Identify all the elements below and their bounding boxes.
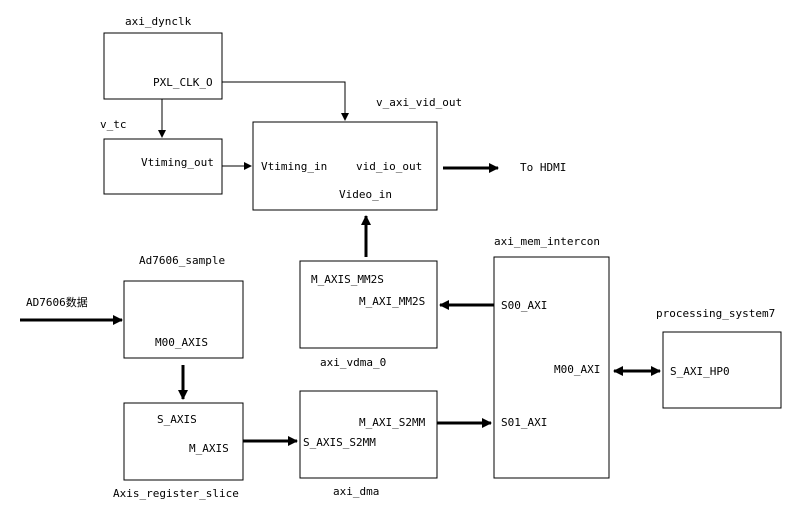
block-v-axi-vid-out: v_axi_vid_out Vtiming_in vid_io_out Vide… bbox=[252, 96, 462, 211]
block-axi-vdma-0-title: axi_vdma_0 bbox=[320, 356, 386, 369]
port-s01-axi: S01_AXI bbox=[501, 416, 547, 429]
port-m00-axis: M00_AXIS bbox=[155, 336, 208, 349]
port-pxl-clk-o: PXL_CLK_O bbox=[153, 76, 213, 89]
block-v-tc-title: v_tc bbox=[100, 118, 127, 131]
block-axi-mem-intercon: axi_mem_intercon S00_AXI M00_AXI S01_AXI bbox=[493, 235, 610, 479]
block-v-tc-box bbox=[103, 138, 223, 195]
block-ad7606-sample-title: Ad7606_sample bbox=[139, 254, 225, 267]
block-axi-vdma-0-box bbox=[299, 260, 438, 349]
block-axis-register-slice-box bbox=[123, 402, 244, 481]
port-vid-io-out: vid_io_out bbox=[356, 160, 422, 173]
port-vtiming-in: Vtiming_in bbox=[261, 160, 327, 173]
port-s-axis-s2mm: S_AXIS_S2MM bbox=[303, 436, 376, 449]
port-video-in: Video_in bbox=[339, 188, 392, 201]
port-m00-axi: M00_AXI bbox=[554, 363, 600, 376]
block-axi-dynclk: axi_dynclk PXL_CLK_O bbox=[103, 15, 223, 100]
block-ad7606-sample: Ad7606_sample M00_AXIS bbox=[123, 254, 244, 359]
port-m-axi-s2mm: M_AXI_S2MM bbox=[359, 416, 426, 429]
block-axis-register-slice-title: Axis_register_slice bbox=[113, 487, 239, 500]
port-m-axi-mm2s: M_AXI_MM2S bbox=[359, 295, 425, 308]
port-m-axis: M_AXIS bbox=[189, 442, 229, 455]
wire-pxl-clk-to-vid-out bbox=[222, 81, 349, 121]
port-vtiming-out: Vtiming_out bbox=[141, 156, 214, 169]
block-processing-system7-title: processing_system7 bbox=[656, 307, 775, 320]
port-s-axis: S_AXIS bbox=[157, 413, 197, 426]
block-ad7606-sample-box bbox=[123, 280, 244, 359]
block-axi-mem-intercon-title: axi_mem_intercon bbox=[494, 235, 600, 248]
port-s-axi-hp0: S_AXI_HP0 bbox=[670, 365, 730, 378]
hdmi-output-label: To HDMI bbox=[520, 161, 566, 174]
block-axi-mem-intercon-box bbox=[493, 256, 610, 479]
block-axi-vdma-0: M_AXIS_MM2S M_AXI_MM2S axi_vdma_0 bbox=[299, 260, 438, 369]
block-v-axi-vid-out-title: v_axi_vid_out bbox=[376, 96, 462, 109]
block-axi-dynclk-title: axi_dynclk bbox=[125, 15, 192, 28]
block-v-axi-vid-out-box bbox=[252, 121, 438, 211]
block-axi-dynclk-box bbox=[103, 32, 223, 100]
block-axis-register-slice: S_AXIS M_AXIS Axis_register_slice bbox=[113, 402, 244, 500]
port-m-axis-mm2s: M_AXIS_MM2S bbox=[311, 273, 384, 286]
block-axi-dma-title: axi_dma bbox=[333, 485, 379, 498]
block-v-tc: v_tc Vtiming_out bbox=[100, 118, 223, 195]
connections bbox=[20, 81, 661, 446]
block-processing-system7-box bbox=[662, 331, 782, 409]
block-axi-dma: M_AXI_S2MM S_AXIS_S2MM axi_dma bbox=[299, 390, 438, 498]
port-s00-axi: S00_AXI bbox=[501, 299, 547, 312]
block-axi-dma-box bbox=[299, 390, 438, 479]
adc-input-label: AD7606数据 bbox=[26, 295, 88, 309]
block-processing-system7: processing_system7 S_AXI_HP0 bbox=[656, 307, 782, 409]
